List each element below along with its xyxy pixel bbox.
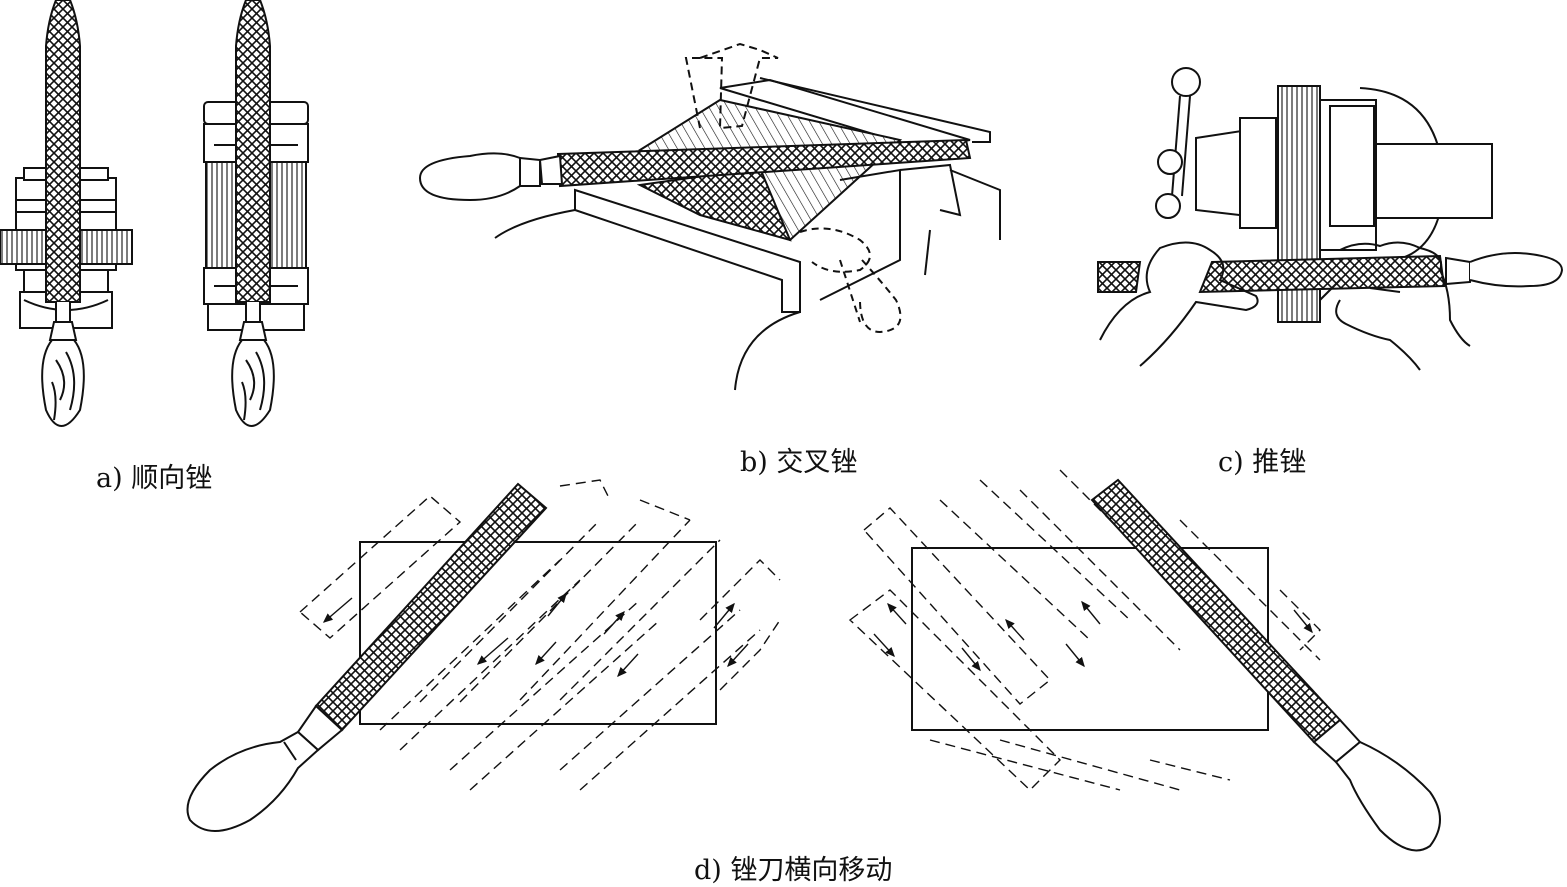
caption-straight-filing: a) 顺向锉 xyxy=(96,463,213,494)
arrow-icon xyxy=(322,592,749,678)
cross-filing xyxy=(418,42,1001,391)
file-icon xyxy=(231,0,275,427)
arrow-icon xyxy=(684,42,779,130)
hands xyxy=(1099,241,1471,371)
lateral-filing-left xyxy=(186,479,781,832)
file-icon xyxy=(418,138,972,202)
straight-filing-right xyxy=(203,0,309,427)
caption-cross-filing: b) 交叉锉 xyxy=(740,447,858,478)
file-icon xyxy=(186,482,548,832)
hand-outline xyxy=(799,227,902,334)
workpiece-rectangle xyxy=(911,547,1269,731)
caption-push-filing: c) 推锉 xyxy=(1218,447,1307,478)
push-filing xyxy=(1097,67,1564,371)
file-icon xyxy=(1090,478,1441,852)
file-icon xyxy=(1097,252,1564,294)
caption-lateral-filing: d) 锉刀横向移动 xyxy=(694,855,893,886)
straight-filing-left xyxy=(0,0,133,427)
stroke-paths xyxy=(298,479,781,791)
file-icon xyxy=(41,0,85,427)
arrow-icon xyxy=(873,600,1313,672)
lateral-filing-right xyxy=(848,469,1441,852)
bench-vise-icon xyxy=(1155,67,1493,263)
workpiece-in-vise xyxy=(494,77,1001,391)
